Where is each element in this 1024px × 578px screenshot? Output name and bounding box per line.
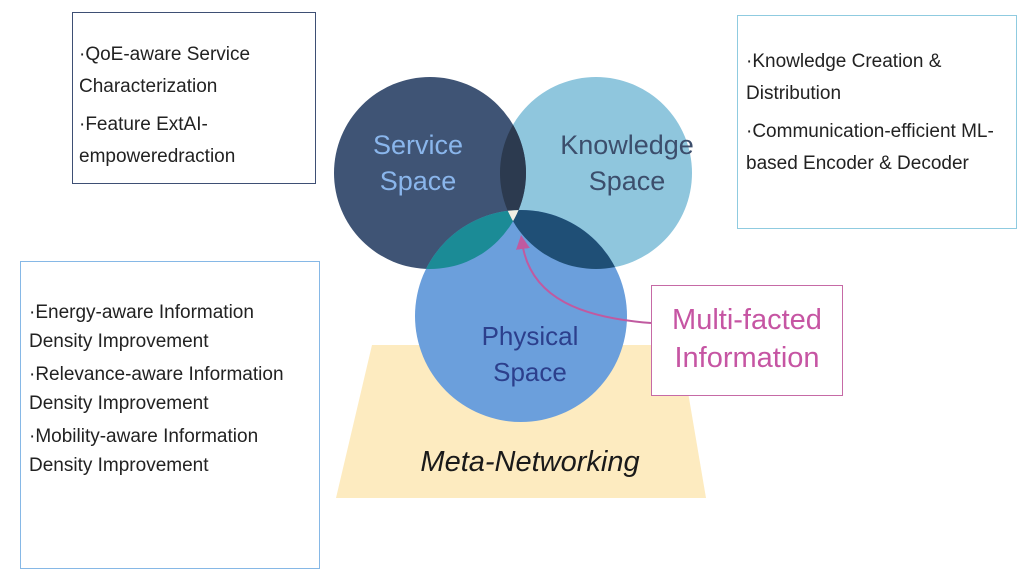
knowledge-space-label: Knowledge Space: [548, 127, 706, 199]
multi-label-line1: Multi-facted: [672, 304, 822, 336]
knowledge-physical-overlap: [500, 210, 627, 269]
physical-label-line2: Space: [493, 357, 567, 387]
physical-item: ·Relevance-aware Information Density Imp…: [29, 364, 284, 414]
physical-item: ·Energy-aware Information Density Improv…: [29, 302, 254, 352]
service-item: ·QoE-aware Service Characterization: [79, 44, 251, 97]
service-space-label: Service Space: [352, 127, 484, 199]
physical-label-line1: Physical: [481, 321, 579, 351]
physical-item: ·Mobility-aware Information Density Impr…: [29, 426, 259, 476]
knowledge-item: ·Knowledge Creation & Distribution: [746, 51, 942, 104]
multi-faceted-information-box: Multi-facted Information: [651, 285, 843, 396]
service-label-line1: Service: [372, 130, 464, 160]
knowledge-label-line2: Space: [588, 166, 666, 196]
knowledge-item: ·Communication-efficient ML-based Encode…: [746, 121, 994, 174]
knowledge-label-line1: Knowledge: [560, 130, 694, 160]
service-space-box: ·QoE-aware Service Characterization ·Fea…: [72, 12, 316, 184]
meta-networking-label: Meta-Networking: [420, 446, 640, 478]
physical-space-box: ·Energy-aware Information Density Improv…: [20, 261, 320, 569]
knowledge-space-box: ·Knowledge Creation & Distribution ·Comm…: [737, 15, 1017, 229]
multi-faceted-arrow: [516, 235, 652, 324]
physical-space-label: Physical Space: [462, 318, 598, 390]
service-label-line2: Space: [379, 166, 457, 196]
service-item: ·Feature ExtAI-empoweredraction: [79, 114, 236, 167]
multi-label-line2: Information: [674, 342, 820, 374]
